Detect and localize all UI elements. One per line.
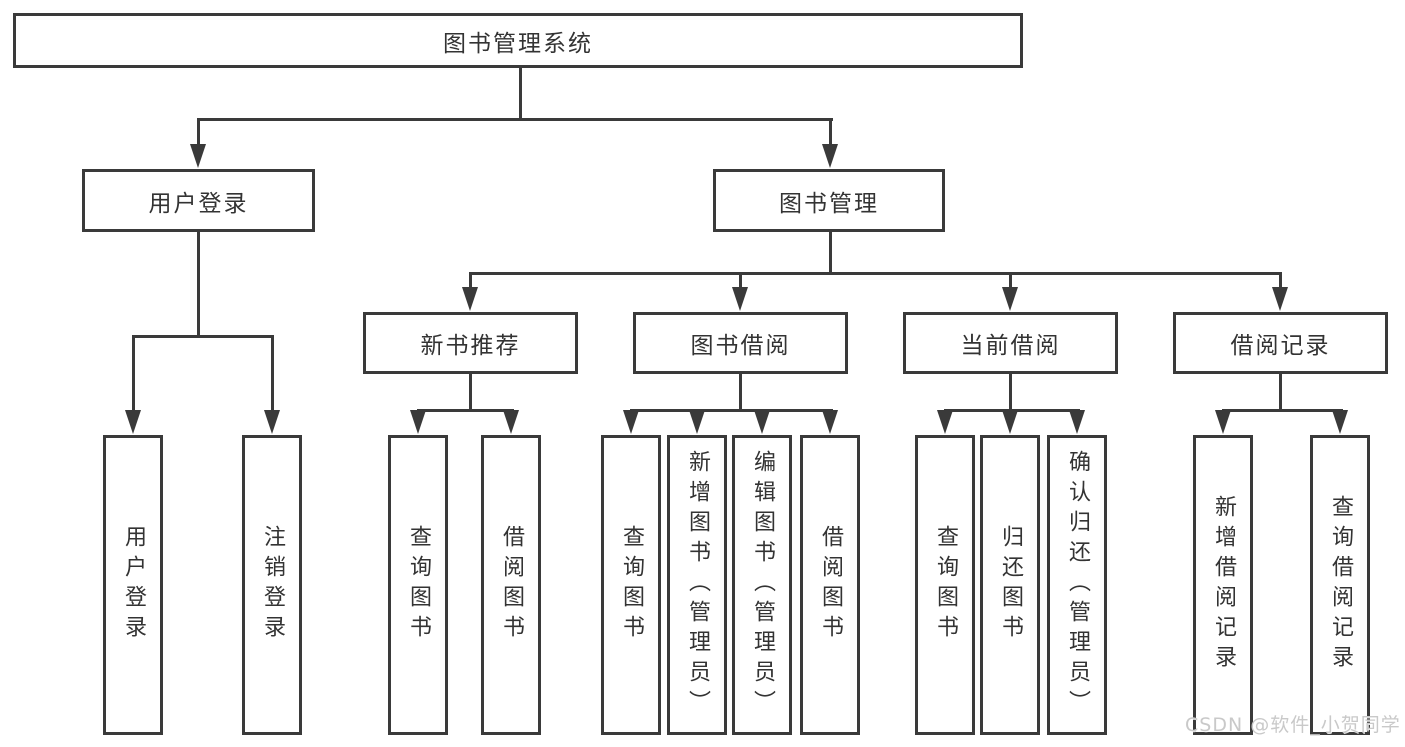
leaf-query-borrow-record: 查询借阅记录	[1310, 435, 1370, 735]
arrow-down-leaf	[937, 410, 953, 434]
node-book-management: 图书管理	[713, 169, 945, 232]
arrow-down-leaf	[1069, 410, 1085, 434]
arrow-down-leaf	[754, 410, 770, 434]
connector-level2-split	[469, 272, 1282, 275]
watermark-csdn: CSDN @软件_小贺同学	[1185, 714, 1401, 736]
connector-level2-drop	[1009, 272, 1012, 290]
connector-group-split	[417, 409, 514, 412]
arrow-down-user-login	[190, 144, 206, 168]
leaf-edit-book-admin: 编辑图书（管理员）	[732, 435, 792, 735]
leaf-query-books-recommend: 查询图书	[388, 435, 448, 735]
connector-group-stem	[739, 374, 742, 412]
node-label: 用户登录	[148, 190, 249, 217]
arrow-down-leaf	[822, 410, 838, 434]
leaf-add-borrow-record: 新增借阅记录	[1193, 435, 1253, 735]
leaf-label: 归还图书	[998, 525, 1023, 645]
leaf-label: 查询借阅记录	[1328, 495, 1353, 675]
leaf-label: 查询图书	[619, 525, 644, 645]
arrow-down-leaf	[1215, 410, 1231, 434]
connector-group-stem	[1009, 374, 1012, 412]
connector-group-stem	[469, 374, 472, 412]
connector-level2-drop	[739, 272, 742, 290]
leaf-user-login: 用户登录	[103, 435, 163, 735]
node-user-login: 用户登录	[82, 169, 315, 232]
arrow-down-leaf	[1332, 410, 1348, 434]
arrow-down-leaf	[264, 410, 280, 434]
connector-group-split	[1222, 409, 1343, 412]
leaf-label: 新增借阅记录	[1211, 495, 1236, 675]
leaf-label: 查询图书	[406, 525, 431, 645]
connector-root-stem	[519, 67, 522, 121]
leaf-borrow-books-recommend: 借阅图书	[481, 435, 541, 735]
connector-user-login-drop	[197, 118, 200, 148]
connector-level1-split	[197, 118, 833, 121]
connector-user-login-split	[132, 335, 274, 338]
connector-book-mgmt-stem	[829, 232, 832, 275]
arrow-down-book-mgmt	[822, 144, 838, 168]
arrow-down-new-book	[462, 287, 478, 311]
connector-user-login-stem	[197, 232, 200, 338]
node-borrowing-records: 借阅记录	[1173, 312, 1388, 374]
node-label: 图书管理系统	[443, 30, 593, 57]
arrow-down-book-borrow	[732, 287, 748, 311]
connector-level2-drop	[1279, 272, 1282, 290]
leaf-label: 查询图书	[933, 525, 958, 645]
connector-group-stem	[1279, 374, 1282, 412]
connector-book-mgmt-drop	[829, 118, 832, 148]
connector-group-split	[630, 409, 833, 412]
connector-leaf-drop	[271, 335, 274, 413]
node-label: 借阅记录	[1230, 333, 1331, 359]
node-new-book-recommend: 新书推荐	[363, 312, 578, 374]
leaf-label: 新增图书（管理员）	[685, 450, 710, 720]
leaf-label: 确认归还（管理员）	[1065, 450, 1090, 720]
node-label: 图书借阅	[690, 333, 791, 359]
arrow-down-borrow-record	[1272, 287, 1288, 311]
arrow-down-leaf	[410, 410, 426, 434]
node-library-management-system: 图书管理系统	[13, 13, 1023, 68]
leaf-confirm-return-admin: 确认归还（管理员）	[1047, 435, 1107, 735]
connector-level2-drop	[469, 272, 472, 290]
leaf-query-books-current: 查询图书	[915, 435, 975, 735]
node-label: 新书推荐	[420, 333, 521, 359]
node-label: 当前借阅	[960, 333, 1061, 359]
arrow-down-current-borrow	[1002, 287, 1018, 311]
node-current-borrowing: 当前借阅	[903, 312, 1118, 374]
arrow-down-leaf	[1002, 410, 1018, 434]
leaf-label: 借阅图书	[818, 525, 843, 645]
arrow-down-leaf	[503, 410, 519, 434]
arrow-down-leaf	[623, 410, 639, 434]
leaf-logout: 注销登录	[242, 435, 302, 735]
leaf-label: 用户登录	[121, 525, 146, 645]
node-book-borrowing: 图书借阅	[633, 312, 848, 374]
leaf-label: 编辑图书（管理员）	[750, 450, 775, 720]
arrow-down-leaf	[689, 410, 705, 434]
leaf-label: 借阅图书	[499, 525, 524, 645]
arrow-down-leaf	[125, 410, 141, 434]
leaf-label: 注销登录	[260, 525, 285, 645]
leaf-query-books-borrowing: 查询图书	[601, 435, 661, 735]
connector-leaf-drop	[132, 335, 135, 413]
node-label: 图书管理	[779, 190, 879, 217]
leaf-borrow-books-borrowing: 借阅图书	[800, 435, 860, 735]
leaf-return-books: 归还图书	[980, 435, 1040, 735]
leaf-add-book-admin: 新增图书（管理员）	[667, 435, 727, 735]
